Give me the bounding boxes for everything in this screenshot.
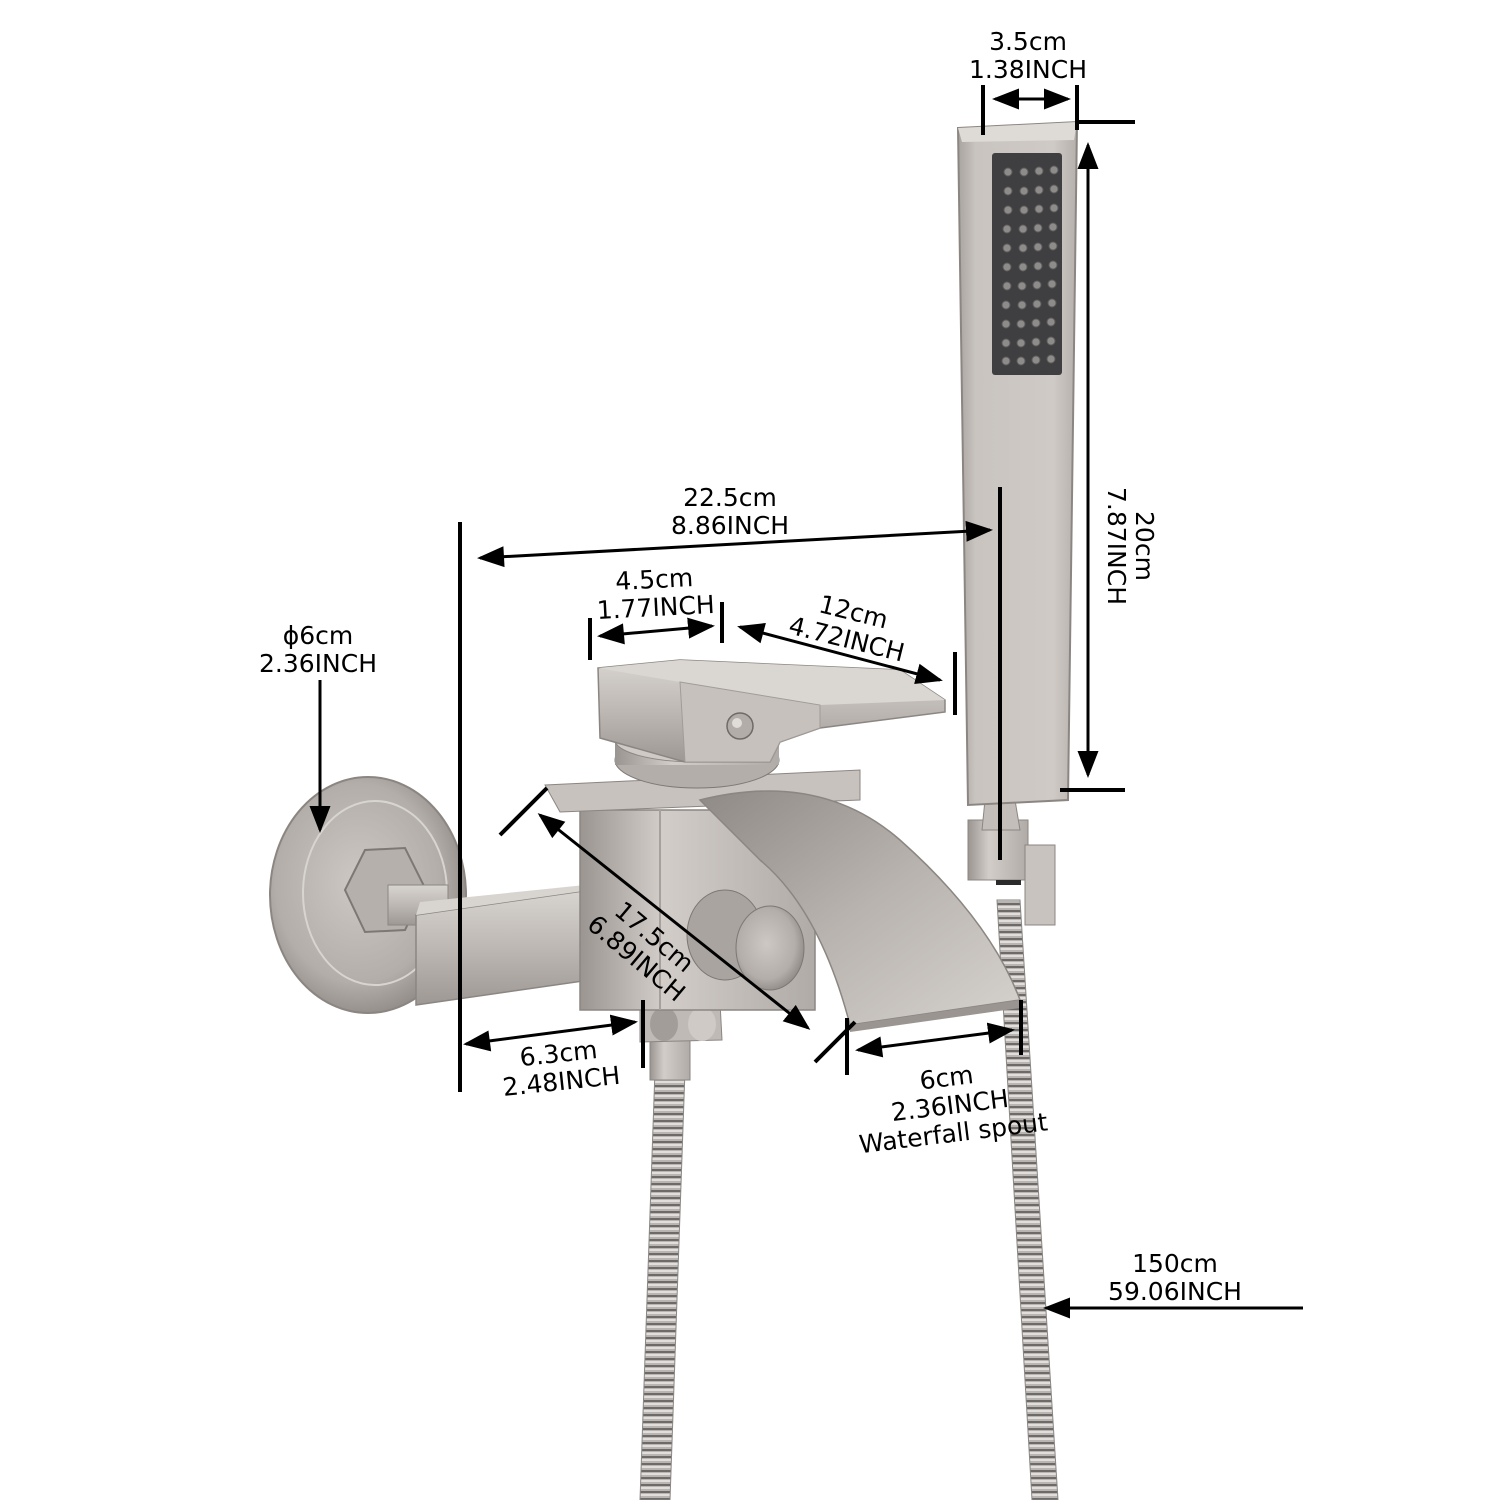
lever-handle — [597, 659, 946, 763]
hose-length-label: 150cm 59.06INCH — [1095, 1250, 1255, 1306]
handshower-width-inch: 1.38INCH — [969, 55, 1087, 84]
escutcheon-diameter-label: ϕ6cm 2.36INCH — [238, 622, 398, 678]
handshower-width-cm: 3.5cm — [989, 27, 1067, 56]
hose-length-inch: 59.06INCH — [1108, 1277, 1242, 1306]
flexible-hose-left — [639, 1039, 691, 1501]
overall-width-cm: 22.5cm — [683, 483, 777, 512]
hand-shower — [956, 120, 1079, 807]
escutcheon-diameter-inch: 2.36INCH — [259, 649, 377, 678]
handle-width-label: 4.5cm 1.77INCH — [574, 562, 737, 626]
handshower-length-label: 20cm 7.87INCH — [1102, 446, 1159, 646]
overall-width-label: 22.5cm 8.86INCH — [630, 484, 830, 540]
overall-width-inch: 8.86INCH — [671, 511, 789, 540]
handshower-width-label: 3.5cm 1.38INCH — [958, 28, 1098, 84]
handshower-length-cm: 20cm — [1130, 511, 1159, 581]
spray-nozzles — [1001, 165, 1059, 366]
hose-length-cm: 150cm — [1132, 1249, 1218, 1278]
connector-arm — [415, 885, 591, 1006]
dimension-lines — [309, 85, 1303, 1319]
handshower-length-inch: 7.87INCH — [1102, 487, 1131, 605]
escutcheon-diameter-cm: ϕ6cm — [282, 621, 354, 650]
